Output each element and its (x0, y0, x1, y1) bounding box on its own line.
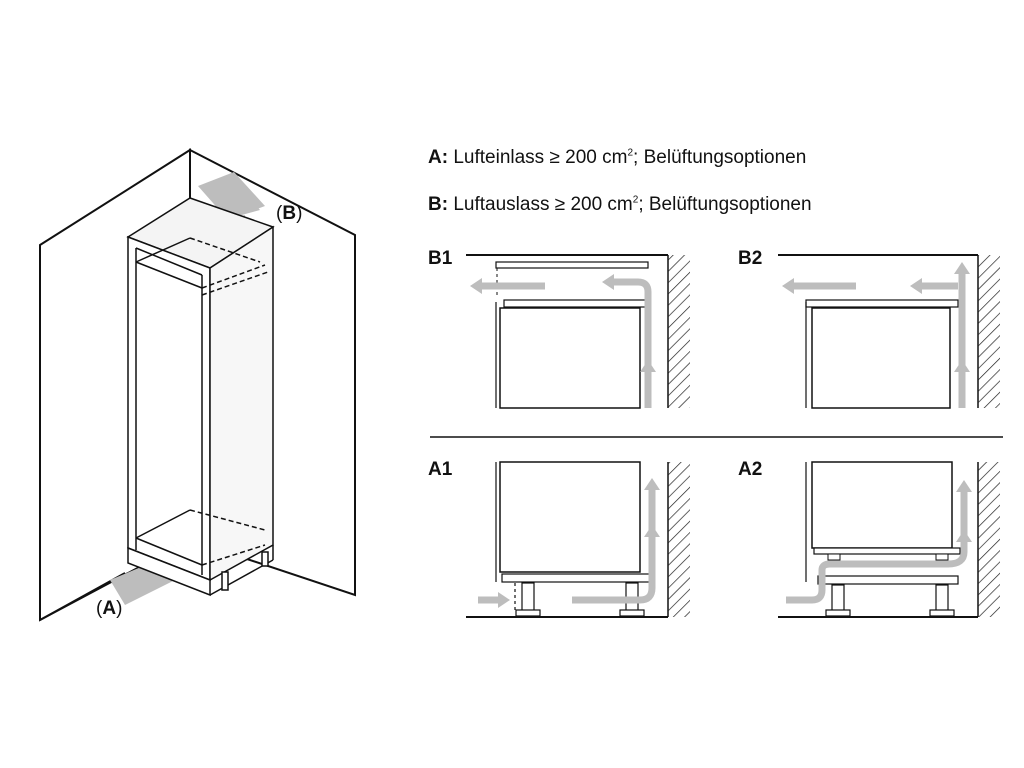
legend-b-sup: 2 (632, 194, 639, 206)
legend-a-key: A: (428, 147, 449, 168)
cabinet-3d (126, 197, 275, 597)
legend-a: A: Lufteinlass ≥ 200 cm2; Belüftungsopti… (428, 147, 806, 169)
legend-b-text: Luftauslass ≥ 200 cm (453, 194, 633, 215)
callout-a: (A) (96, 598, 123, 619)
panel-label-b1: B1 (428, 248, 453, 269)
legend-a-text: Lufteinlass ≥ 200 cm (453, 147, 628, 168)
legend-a-sup: 2 (627, 147, 634, 159)
panel-a2-drawing (778, 461, 1000, 618)
callout-b: (B) (276, 203, 303, 224)
legend-b-key: B: (428, 194, 449, 215)
panel-b1-drawing (466, 254, 690, 409)
panel-label-b2: B2 (738, 248, 763, 269)
panel-label-a1: A1 (428, 459, 453, 480)
panel-label-a2: A2 (738, 459, 763, 480)
panel-b2-drawing (778, 254, 1000, 409)
legend-b: B: Luftauslass ≥ 200 cm2; Belüftungsopti… (428, 194, 812, 216)
panel-a1-drawing (466, 461, 690, 618)
legend-b-options: ; Belüftungsoptionen (638, 194, 812, 215)
legend-a-options: ; Belüftungsoptionen (633, 147, 807, 168)
